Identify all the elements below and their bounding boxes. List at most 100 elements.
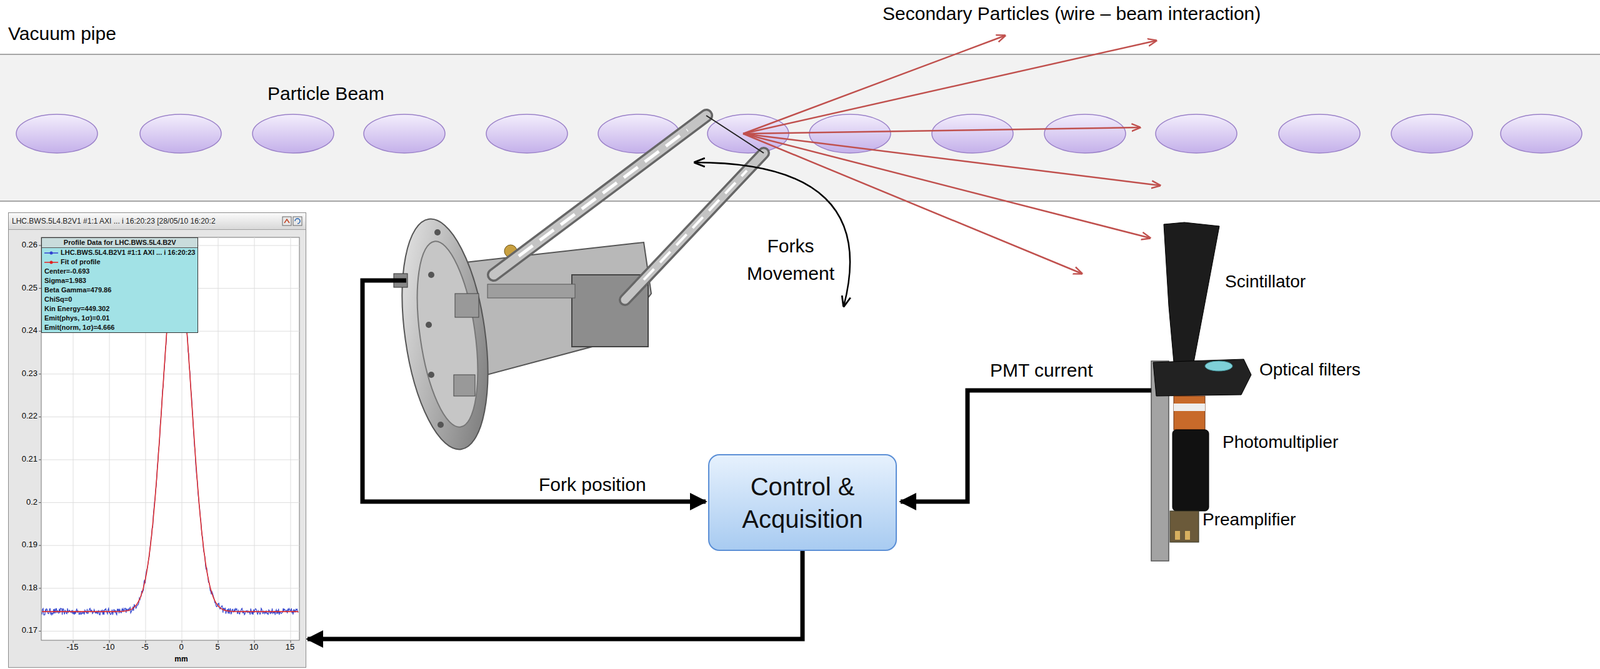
box-text: Control & Acquisition	[717, 470, 888, 536]
legend-line-sample	[44, 250, 59, 257]
tick-mark	[38, 502, 42, 504]
tick-mark	[109, 640, 110, 644]
legend-text: LHC.BWS.5L4.B2V1 #1:1 AXI ... i 16:20:23	[60, 248, 195, 258]
grid-line	[41, 502, 300, 504]
wire-scanner-mechanism-part	[706, 115, 764, 154]
tick-mark	[181, 640, 183, 644]
detector-assembly-part	[1173, 396, 1205, 430]
grid-line	[41, 416, 300, 418]
wire-scanner-mechanism-part	[455, 293, 479, 318]
wire-scanner-mechanism-part	[625, 153, 764, 300]
detector-assembly-part	[1205, 361, 1233, 372]
secondary-particle-arrow-part	[743, 127, 1140, 134]
axis-tick-label: 0.25	[8, 283, 38, 294]
wire-scanner-mechanism-part	[465, 242, 652, 379]
axis-tick-label: -15	[60, 642, 85, 653]
signal-wire-part	[362, 280, 706, 502]
tick-mark	[145, 640, 147, 644]
window-icon	[295, 218, 300, 224]
wire-scanner-mechanism-part	[428, 271, 435, 279]
axis-tick-label: 0.2	[8, 497, 38, 508]
window-icon	[293, 216, 302, 226]
axis-tick-label: 0.21	[8, 454, 38, 465]
axis-tick-label: -5	[132, 642, 158, 653]
axis-tick-label: 0.23	[8, 368, 38, 379]
fit-parameter: Emit(phys, 1σ)=0.01	[41, 313, 198, 324]
detector-assembly-part	[1163, 222, 1220, 363]
window-icon	[284, 219, 290, 224]
grid-line	[254, 237, 255, 641]
wire-scanner-mechanism	[389, 115, 764, 455]
legend-row: LHC.BWS.5L4.B2V1 #1:1 AXI ... i 16:20:23	[41, 248, 198, 258]
fit-parameter: Kin Energy=449.302	[41, 304, 198, 314]
detector-assembly-part	[1172, 430, 1209, 512]
tick-mark	[38, 460, 42, 461]
beam-bunch-part	[1500, 114, 1582, 154]
axis-tick-label: -10	[96, 642, 122, 653]
tick-mark	[38, 631, 42, 632]
part-label: Scintillator	[1225, 271, 1306, 293]
detector-assembly-part	[1173, 403, 1205, 412]
wire-scanner-mechanism-part	[437, 421, 444, 429]
part-label: Fork position	[538, 473, 647, 497]
tick-mark	[254, 640, 255, 644]
beam-bunch-part	[252, 114, 334, 154]
fit-parameter: Beta Gamma=479.86	[41, 285, 198, 295]
grid-line	[218, 237, 219, 641]
plot-area	[41, 237, 300, 641]
tick-mark	[73, 640, 74, 644]
detector-assembly-part	[1170, 511, 1199, 543]
wire-scanner-mechanism-part	[389, 213, 502, 455]
tick-mark	[218, 640, 219, 644]
grid-line	[41, 373, 300, 375]
secondary-particle-arrow-part	[743, 40, 1157, 134]
axis-tick-label: 10	[241, 642, 267, 653]
axis-tick-label: 0.19	[8, 540, 38, 550]
fit-parameter: Sigma=1.983	[41, 276, 198, 286]
legend-heading: Profile Data for LHC.BWS.5L4.B2V	[41, 238, 198, 249]
window-titlebar: LHC.BWS.5L4.B2V1 #1:1 AXI ... i 16:20:23…	[8, 213, 306, 230]
part-label: Photomultiplier	[1222, 431, 1339, 454]
grid-line	[41, 588, 300, 589]
fork-movement-arrow-part	[695, 162, 850, 307]
detector-assembly-part	[1185, 531, 1190, 540]
beam-bunch-part	[1278, 114, 1360, 154]
wire-scanner-mechanism-part	[453, 375, 475, 397]
wire-scanner-mechanism-part	[407, 237, 489, 431]
part-label: Particle Beam	[267, 82, 385, 105]
wire-scanner-mechanism-part	[487, 284, 575, 299]
vacuum-pipe-part	[0, 54, 1600, 202]
window-title: LHC.BWS.5L4.B2V1 #1:1 AXI ... i 16:20:23…	[8, 213, 306, 230]
legend-line-sample	[44, 259, 59, 266]
beam-bunch-part	[140, 114, 222, 154]
wire-scanner-mechanism-part	[434, 229, 441, 236]
part-label: Forks Movement	[740, 232, 841, 287]
wire-scanner-mechanism-part	[518, 130, 688, 257]
beam-bunch-part	[486, 114, 568, 154]
detector-assembly-part	[1175, 531, 1180, 540]
part-label: Vacuum pipe	[8, 22, 117, 45]
wire-scanner-mechanism-part	[625, 153, 764, 300]
legend-line-sample-dot	[50, 260, 54, 264]
chart-window: LHC.BWS.5L4.B2V1 #1:1 AXI ... i 16:20:23…	[8, 212, 307, 669]
vacuum-pipe	[0, 54, 1600, 202]
tick-mark	[38, 416, 42, 418]
axis-tick-label: 0.22	[8, 411, 38, 422]
fork-movement-arrow	[695, 162, 850, 307]
grid-line	[41, 545, 300, 547]
beam-bunch-part	[1044, 114, 1126, 154]
detector-assembly-part	[1153, 359, 1252, 397]
signal-wire-part	[900, 390, 1152, 502]
legend-row: Fit of profile	[41, 257, 198, 267]
window-icon	[282, 216, 292, 226]
beam-bunch-part	[363, 114, 445, 154]
axis-tick-label: 15	[277, 642, 303, 653]
fit-parameter: Center=-0.693	[41, 266, 198, 277]
axis-tick-label: 0	[168, 642, 194, 653]
part-label: Preamplifier	[1202, 509, 1296, 531]
axis-tick-label: 0.18	[8, 583, 38, 594]
tick-mark	[38, 373, 42, 375]
wire-scanner-mechanism-part	[643, 170, 747, 280]
beam-bunch-part	[16, 114, 98, 154]
axis-unit-label: mm	[168, 655, 194, 664]
